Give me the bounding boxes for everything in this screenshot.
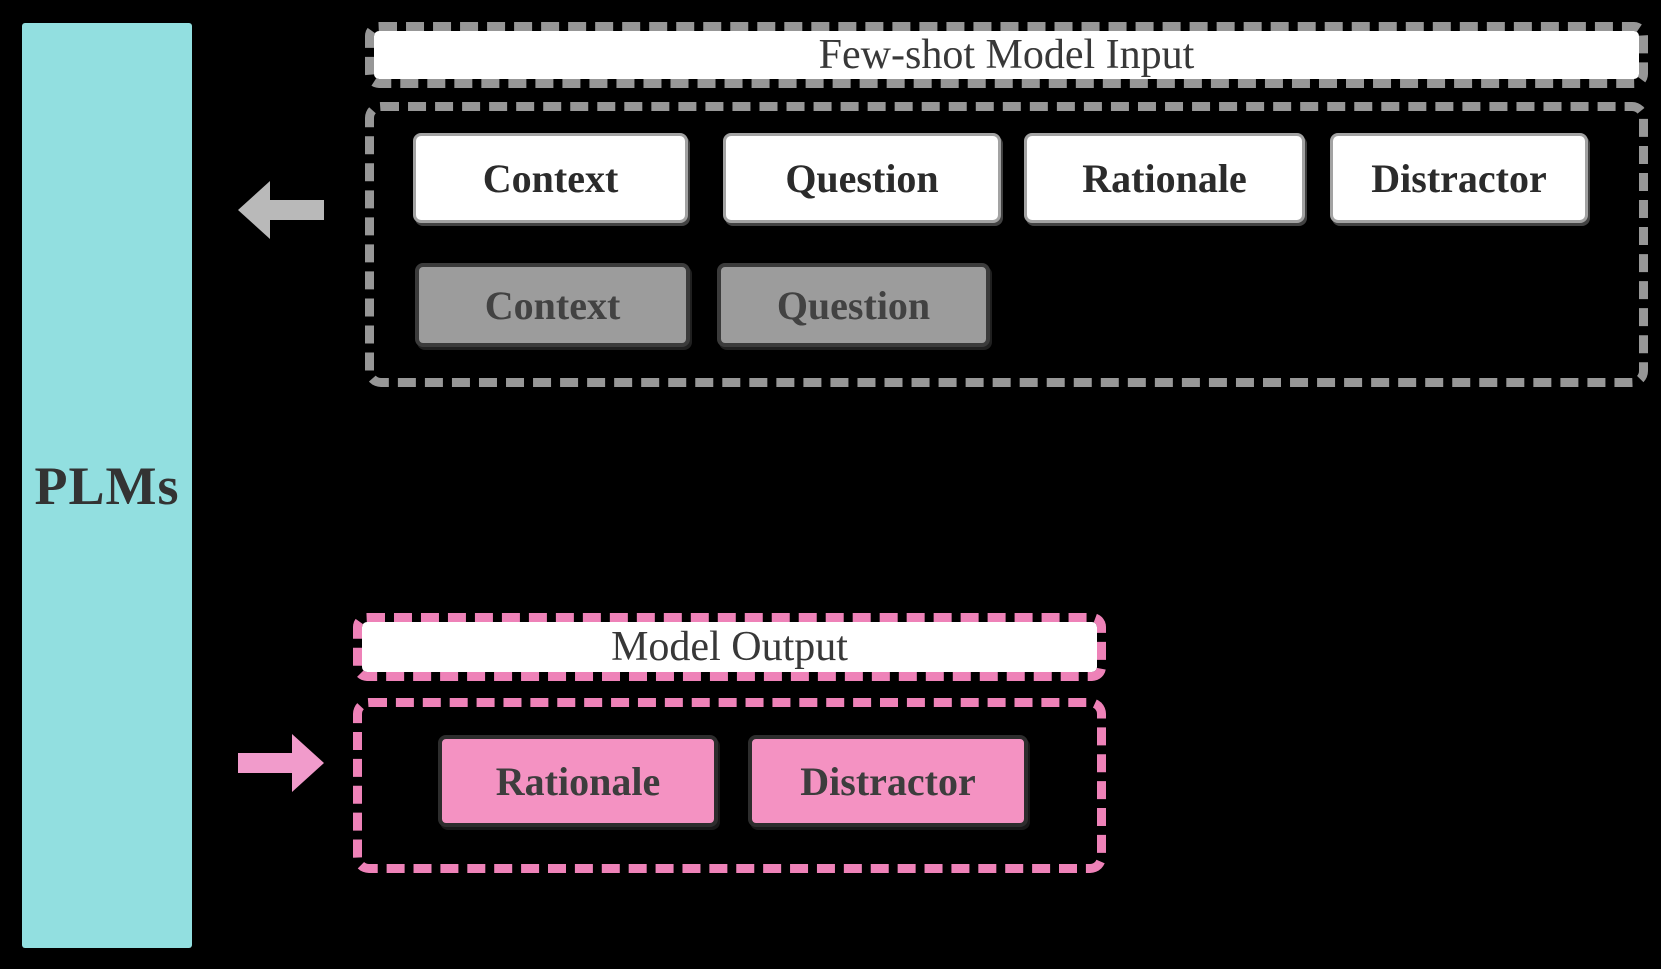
input-example-context-box: Context xyxy=(413,133,688,223)
output-section-title: Model Output xyxy=(611,624,848,670)
arrow-left-icon xyxy=(238,181,324,239)
input-section-body xyxy=(365,102,1648,387)
input-section-header: Few-shot Model Input xyxy=(365,22,1648,88)
input-query-context-box: Context xyxy=(415,263,690,347)
output-section-body xyxy=(353,698,1106,873)
input-query-question-box: Question xyxy=(717,263,990,347)
plms-label: PLMs xyxy=(34,455,180,516)
arrow-right-icon xyxy=(238,734,324,792)
input-example-question-box: Question xyxy=(723,133,1001,223)
output-distractor-box: Distractor xyxy=(748,735,1028,827)
plms-block: PLMs xyxy=(22,23,192,948)
output-section-header: Model Output xyxy=(353,613,1106,681)
input-section-title: Few-shot Model Input xyxy=(818,32,1195,78)
input-example-distractor-box: Distractor xyxy=(1330,133,1588,223)
output-rationale-box: Rationale xyxy=(438,735,718,827)
input-example-rationale-box: Rationale xyxy=(1024,133,1305,223)
